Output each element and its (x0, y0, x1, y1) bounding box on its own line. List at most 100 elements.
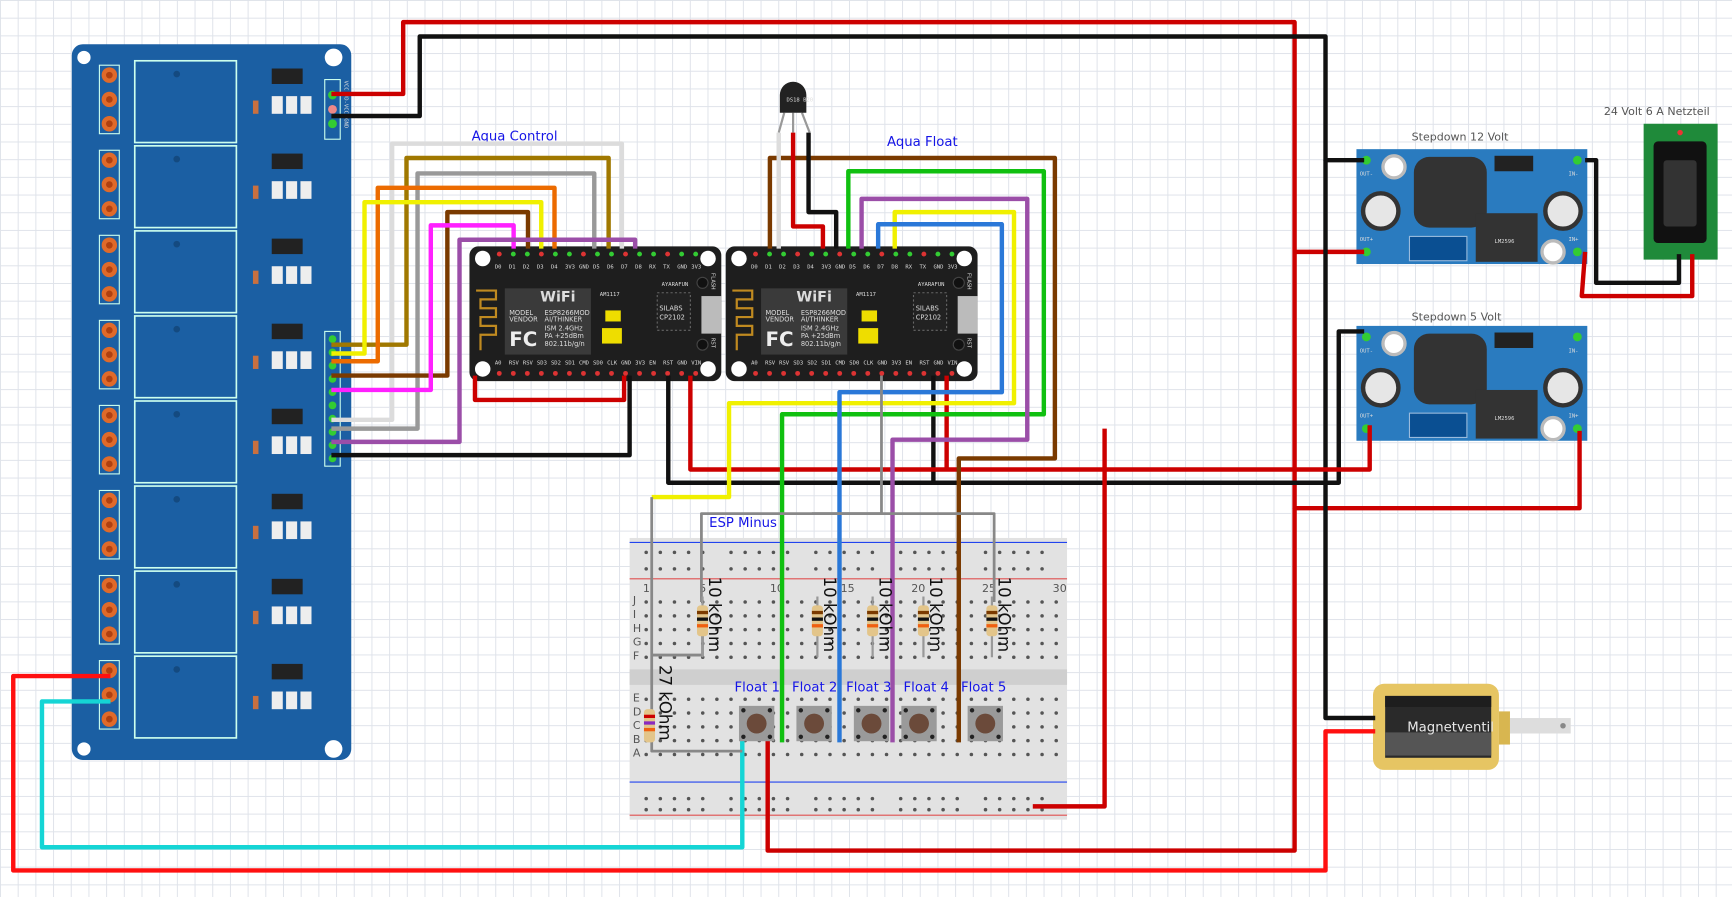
float-label: Float 2 (792, 681, 837, 696)
wire-orange-d4 (331, 185, 557, 364)
in-minus-label: IN- (1569, 348, 1579, 354)
usb-port (957, 296, 978, 334)
out-plus-label: OUT+ (1360, 237, 1374, 243)
stepdown-12v: OUT-OUT+IN-IN+LM2596 (1356, 149, 1588, 265)
pin-bottom (781, 370, 787, 376)
pin-label-bottom: GND (877, 361, 887, 367)
pin-label-bottom: SD3 (537, 361, 547, 367)
pin-top (524, 251, 530, 257)
wire-brown-d2 (331, 209, 531, 378)
resistor-label: 27 kOhm (655, 665, 674, 741)
float-label: Float 5 (961, 681, 1006, 696)
pin-bottom (581, 370, 586, 376)
flash-button[interactable] (696, 276, 709, 289)
terminal-in-plus (1572, 247, 1582, 257)
pin-top (767, 251, 772, 257)
wire-sensor-black (806, 132, 839, 249)
regulator-label: AM1117 (856, 292, 876, 298)
pin-label-top: D8 (891, 264, 898, 270)
pin-label-bottom: CMD (835, 361, 845, 367)
reset-button[interactable] (696, 338, 709, 351)
reset-button[interactable] (952, 338, 965, 351)
terminal-in-minus (1572, 155, 1582, 165)
pin-label-top: D6 (607, 264, 614, 270)
float-switch-button[interactable] (796, 705, 832, 742)
pin-label-bottom: 3V3 (891, 361, 901, 367)
pin-top (496, 251, 502, 257)
pin-label-bottom: VIN (691, 361, 701, 367)
wire-blue-float (837, 222, 1005, 743)
float-switch-button[interactable] (901, 705, 937, 742)
wire-yellow-d3 (331, 199, 544, 356)
column-number: 25 (982, 582, 996, 595)
ic-label: LM2596 (1495, 239, 1515, 245)
pin-label-top: GND (933, 264, 943, 270)
pin-bottom (921, 370, 927, 376)
pin-bottom (865, 370, 871, 376)
wire-magenta-d1 (331, 223, 516, 393)
flash-label: FLASH (709, 273, 715, 290)
pin-label-top: 3V3 (948, 264, 958, 270)
pin-top (566, 251, 572, 257)
pin-label-bottom: RST (663, 361, 674, 367)
pin-bottom (510, 370, 516, 376)
sensor-label: DS18 B20 (786, 98, 813, 104)
float-switch-button[interactable] (853, 705, 890, 742)
column-number: 1 (643, 582, 650, 595)
wire-sensor-red (790, 132, 826, 249)
stepdown-5v: OUT-OUT+IN-IN+LM2596 (1356, 325, 1588, 442)
resistor-10k: 10 kOhm (867, 577, 894, 658)
module-text: ESP8266MOD (801, 309, 846, 317)
pin-bottom (809, 370, 815, 376)
row-letter: A (633, 747, 641, 760)
wire-red-solenoid (11, 673, 1376, 873)
module-text: AI/THINKER (801, 315, 839, 323)
pin-top (893, 251, 899, 257)
stepdown-12v-label: Stepdown 12 Volt (1412, 130, 1509, 143)
column-number: 20 (911, 582, 925, 595)
brand-label: AYARAFUN (662, 282, 689, 288)
esp8266-aqua-control: D0A0D1RSVD2RSVD3SD3D4SD23V3SD1GNDCMDD5SD… (469, 246, 722, 382)
pin-label-top: 3V3 (565, 264, 575, 270)
pin-bottom (879, 370, 885, 376)
ds18b20-sensor: DS18 B20 (777, 81, 813, 133)
wire-gray-d5 (331, 171, 597, 431)
float-switch-button[interactable] (738, 705, 775, 742)
pin-label-bottom: RSV (509, 361, 520, 367)
wire-gray-bus (811, 512, 996, 603)
relay-channel (98, 655, 312, 739)
pin-top (595, 251, 600, 257)
pin-bottom (795, 370, 801, 376)
pin-top (637, 251, 642, 257)
pin-label-top: D4 (551, 264, 558, 270)
pin-top (693, 251, 699, 257)
relay-channel (98, 59, 312, 144)
float-switch-button[interactable] (967, 705, 1003, 742)
pin-top (879, 251, 885, 257)
relay-input-pin (328, 361, 337, 370)
pin-label-top: D2 (779, 264, 786, 270)
relay-input-pin (328, 401, 337, 410)
stepdown-5v-label: Stepdown 5 Volt (1412, 310, 1502, 323)
out-minus-label: OUT- (1360, 348, 1373, 354)
pin-label-top: D1 (765, 264, 772, 270)
pin-label-top: TX (663, 264, 670, 270)
pin-top (795, 251, 801, 257)
pin-label-top: TX (919, 264, 926, 270)
pin-top (907, 251, 913, 257)
pin-top (809, 251, 815, 257)
wifi-logo: WiFi (796, 290, 831, 306)
pin-top (851, 251, 857, 257)
fc-logo: FC (765, 328, 793, 351)
pin-bottom (851, 370, 857, 376)
pin-label-bottom: RSV (779, 361, 790, 367)
flash-button[interactable] (952, 276, 965, 289)
aqua-control-label: Aqua Control (472, 129, 558, 144)
pin-top (665, 251, 671, 257)
float-label: Float 1 (735, 681, 780, 696)
relay-input-pin (328, 335, 337, 344)
pin-label-top: 3V3 (691, 264, 701, 270)
pin-bottom (767, 370, 772, 376)
in-plus-label: IN+ (1569, 414, 1580, 420)
pin-label-top: D0 (751, 264, 758, 270)
